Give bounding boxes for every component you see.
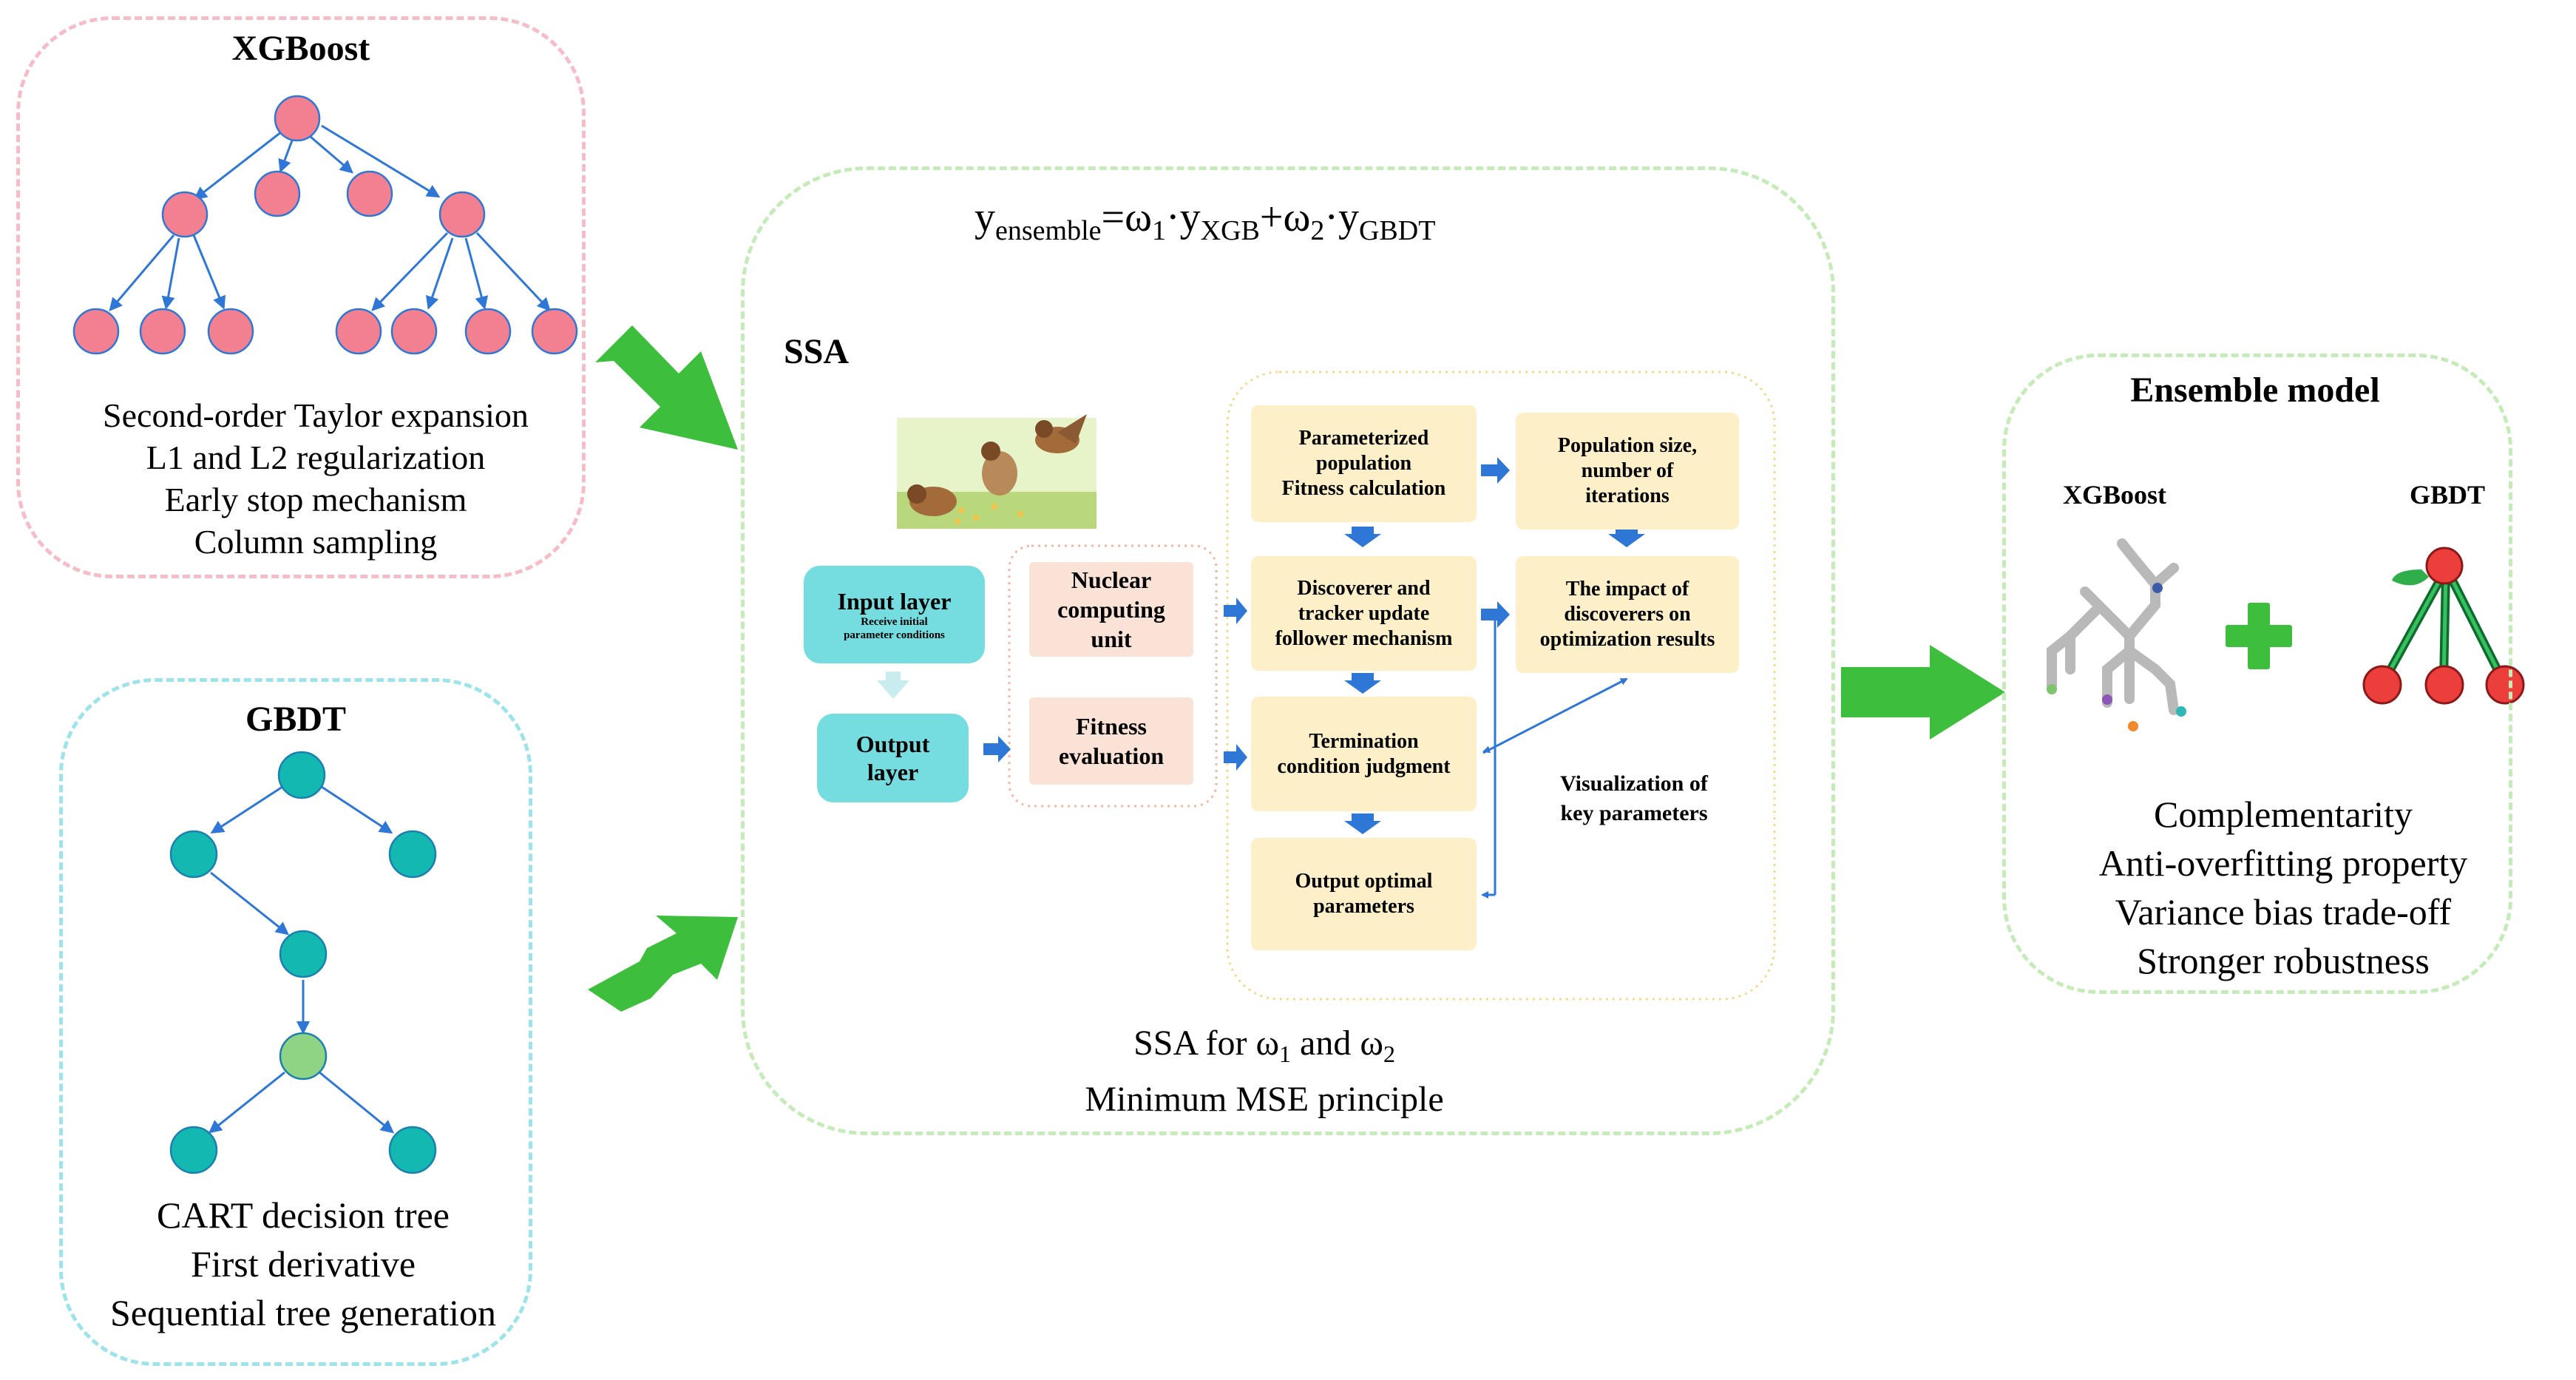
ensemble-xgboost-tree <box>2047 538 2179 715</box>
right-arrow-out <box>983 736 1011 762</box>
gbdt-feature-2: First derivative <box>190 1243 416 1285</box>
right-arrow-nuc <box>1224 598 1247 624</box>
gbdt-title: GBDT <box>245 700 347 739</box>
fitness-evaluation-box: Fitness evaluation <box>1029 697 1193 785</box>
xgboost-feature-1: Second-order Taylor expansion <box>103 396 529 434</box>
ensemble-formula: yensemble=ω1·yXGB+ω2·yGBDT <box>975 195 1436 246</box>
xgboost-feature-4: Column sampling <box>194 523 438 561</box>
ensemble-feature-3: Variance bias trade-off <box>2115 891 2452 933</box>
ssa-flow-arrows <box>983 457 1645 834</box>
right-arrow-fit <box>1224 744 1247 771</box>
ensemble-feature-4: Stronger robustness <box>2137 940 2430 981</box>
ssa-label: SSA <box>784 332 850 371</box>
xgboost-feature-2: L1 and L2 regularization <box>146 439 486 476</box>
ensemble-panel <box>2002 354 2512 994</box>
right-arrow-s1 <box>1481 457 1510 484</box>
xgboost-title: XGBoost <box>231 29 370 68</box>
sparrows-illustration <box>897 414 1097 529</box>
step-parameterized-population: Parameterized population Fitness calcula… <box>1251 405 1477 522</box>
ssa-caption: SSA for ω1 and ω2 Minimum MSE principle <box>1020 1021 1508 1123</box>
gbdt-tree-edges <box>208 784 395 1134</box>
step-termination-judgment: Termination condition judgment <box>1251 697 1477 811</box>
ssa-flow-panel <box>1226 371 1776 1001</box>
xgboost-feature-3: Early stop mechanism <box>164 481 467 518</box>
ssa-panel <box>741 166 1835 1135</box>
output-layer-box: Output layer <box>817 714 969 802</box>
ssa-thin-lines <box>1481 612 1628 899</box>
step-output-optimal: Output optimal parameters <box>1251 838 1477 950</box>
input-layer-box: Input layer Receive initial parameter co… <box>804 566 985 663</box>
input-to-output-arrow <box>877 672 909 699</box>
ssa-caption-line1: SSA for ω1 and ω2 <box>1133 1024 1395 1067</box>
down-arrow-r1 <box>1608 527 1645 547</box>
xgboost-panel <box>16 16 586 578</box>
visualization-label: Visualization of key parameters <box>1560 771 1708 825</box>
ensemble-xgboost-label: XGBoost <box>2062 480 2166 510</box>
xgboost-features: Second-order Taylor expansion L1 and L2 … <box>16 394 615 563</box>
cherry-icon <box>2362 547 2525 705</box>
down-arrow-s1 <box>1344 527 1381 547</box>
down-arrow-s2 <box>1344 673 1381 694</box>
ensemble-features: Complementarity Anti-overfitting propert… <box>2002 790 2564 985</box>
xgboost-tree-nodes <box>72 95 578 355</box>
xgboost-tree-edges <box>109 124 551 312</box>
gbdt-features: CART decision tree First derivative Sequ… <box>59 1191 547 1337</box>
arrow-ssa-to-ensemble <box>1841 645 2005 740</box>
gbdt-panel <box>59 678 532 1366</box>
ensemble-feature-2: Anti-overfitting property <box>2098 842 2468 884</box>
gbdt-highlight-node <box>279 1032 328 1080</box>
ensemble-xgboost-leaves <box>2047 583 2186 731</box>
gbdt-tree-nodes <box>169 751 437 1174</box>
plus-icon <box>2226 603 2292 669</box>
down-arrow-s3 <box>1344 814 1381 834</box>
ensemble-gbdt-label: GBDT <box>2409 480 2486 510</box>
nuclear-computing-box: Nuclear computing unit <box>1029 562 1193 657</box>
param-discoverer-impact: The impact of discoverers on optimizatio… <box>1516 556 1739 673</box>
ensemble-feature-1: Complementarity <box>2154 794 2413 835</box>
param-population-size: Population size, number of iterations <box>1516 413 1739 530</box>
xgb-root-node <box>274 95 321 142</box>
ssa-caption-line2: Minimum MSE principle <box>1085 1080 1444 1119</box>
green-arrows <box>588 325 2005 1012</box>
gbdt-feature-1: CART decision tree <box>157 1194 450 1236</box>
arrow-xgb-to-ssa <box>595 325 738 450</box>
step-discoverer-tracker: Discoverer and tracker update follower m… <box>1251 556 1477 671</box>
arrow-gbdt-to-ssa <box>588 916 738 1012</box>
ensemble-title: Ensemble model <box>2130 371 2380 410</box>
ssa-compute-panel <box>1008 544 1218 808</box>
gbdt-feature-3: Sequential tree generation <box>110 1292 496 1333</box>
